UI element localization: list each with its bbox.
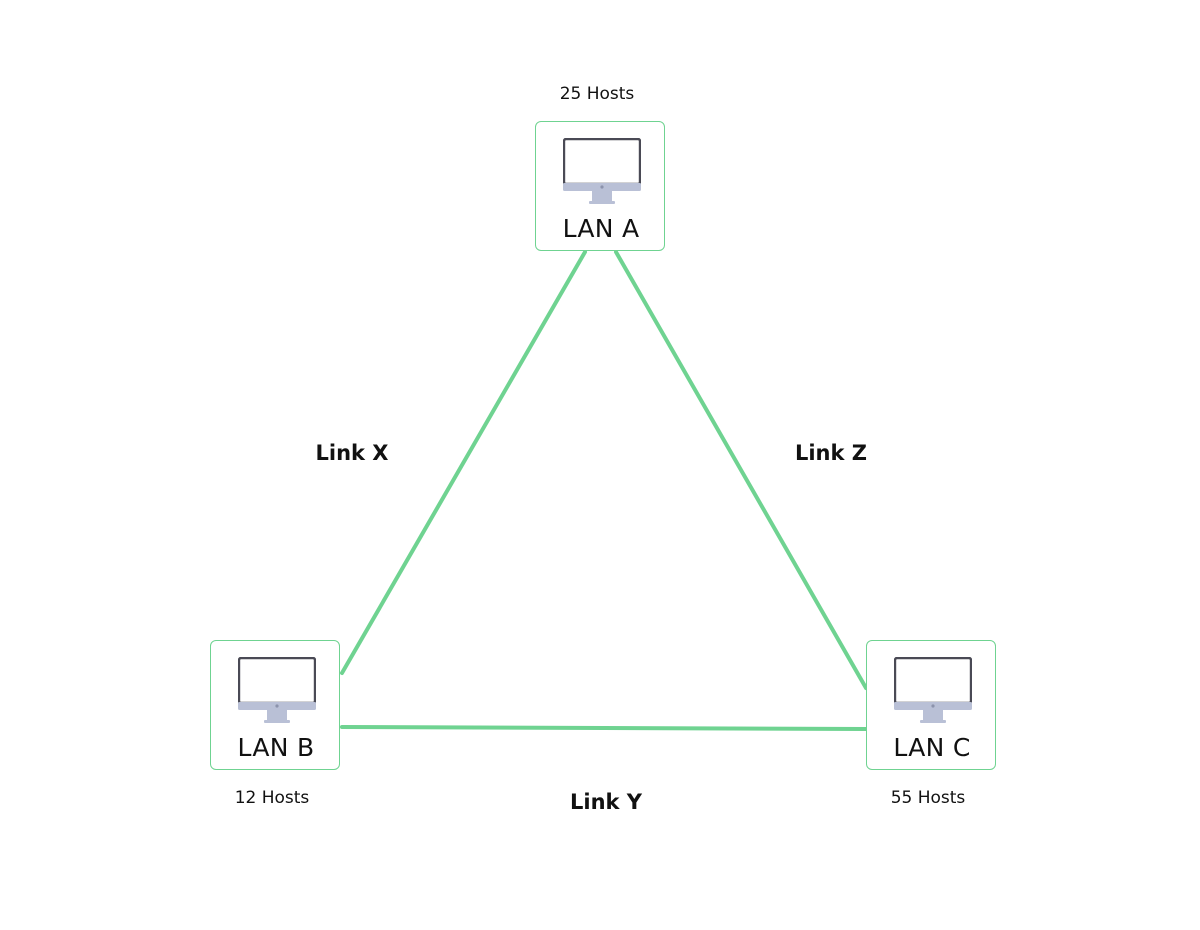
link-z-label: Link Z	[794, 441, 868, 465]
link-y-line	[340, 725, 868, 731]
lan-c-hosts: 55 Hosts	[890, 788, 966, 808]
link-y-label: Link Y	[569, 790, 642, 814]
lan-a-node[interactable]: LAN A	[535, 121, 665, 251]
desktop-computer-icon	[238, 657, 316, 723]
desktop-computer-icon	[563, 138, 641, 204]
lan-b-node[interactable]: LAN B	[210, 640, 340, 770]
lan-a-hosts: 25 Hosts	[559, 84, 635, 104]
lan-a-label: LAN A	[562, 214, 640, 243]
lan-b-hosts: 12 Hosts	[234, 788, 310, 808]
link-x-label: Link X	[315, 441, 389, 465]
lan-b-label: LAN B	[237, 733, 315, 762]
desktop-computer-icon	[894, 657, 972, 723]
lan-c-node[interactable]: LAN C	[866, 640, 996, 770]
link-z-line	[614, 250, 868, 690]
link-x-line	[340, 250, 587, 675]
lan-c-label: LAN C	[893, 733, 971, 762]
